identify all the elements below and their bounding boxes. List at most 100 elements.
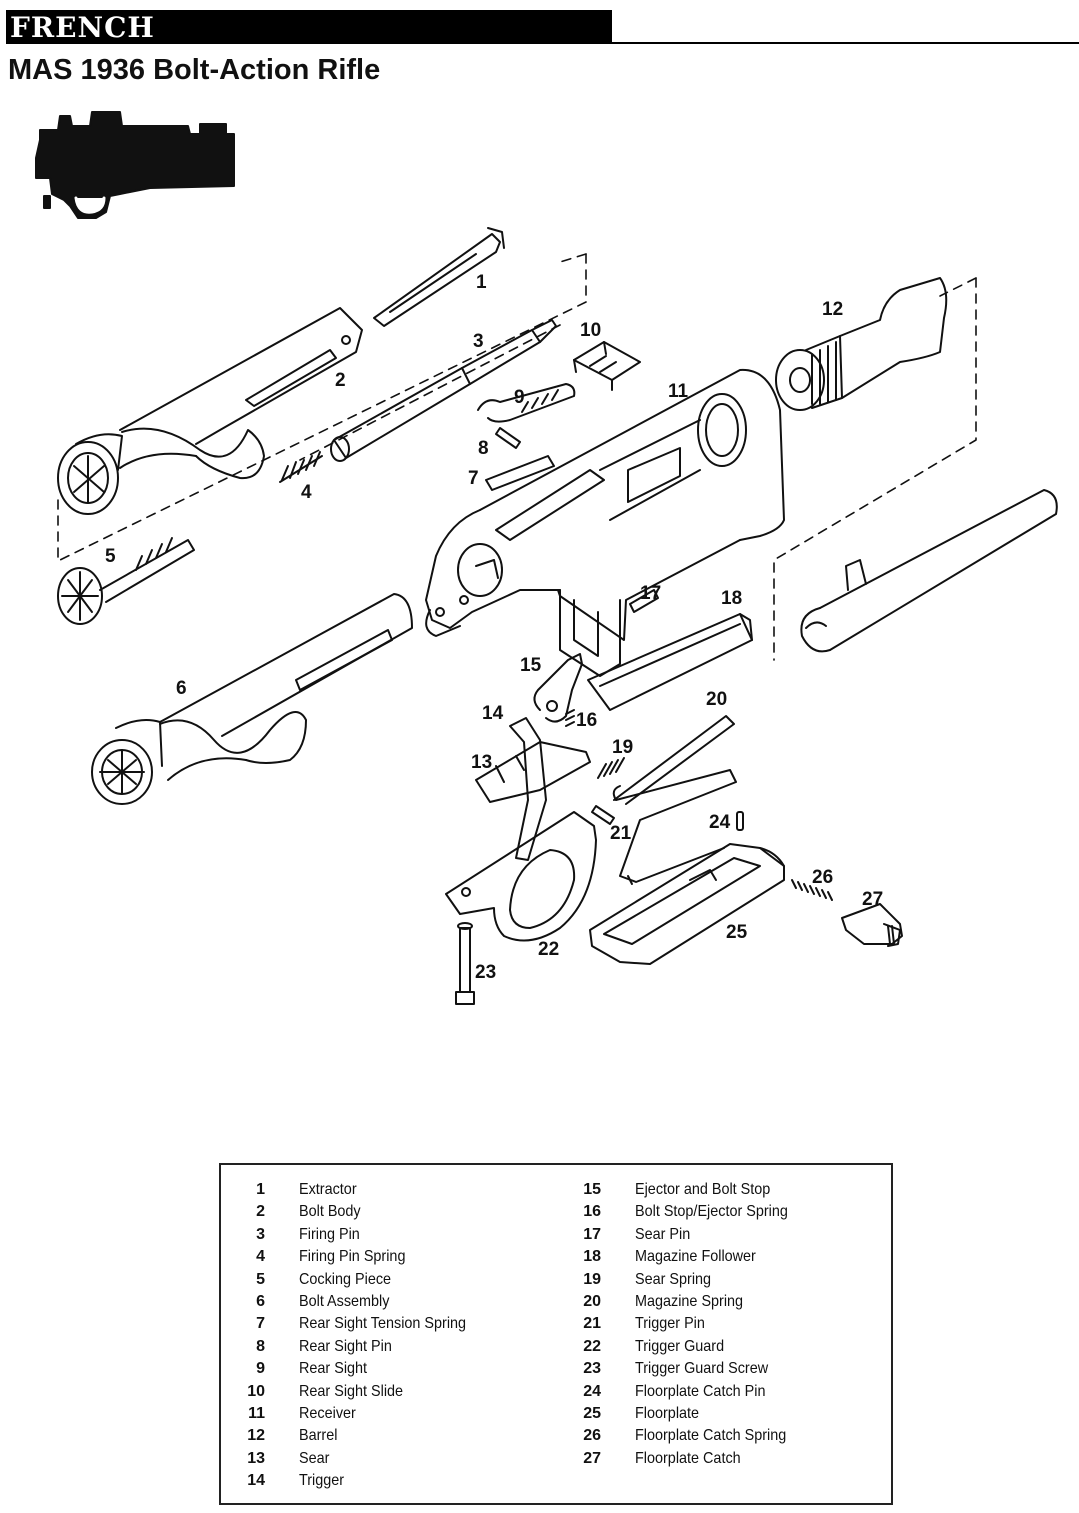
callout-10: 10	[580, 320, 601, 341]
callout-25: 25	[726, 922, 748, 943]
legend-number: 19	[583, 1270, 601, 1288]
legend-part-name: Ejector and Bolt Stop	[635, 1181, 771, 1198]
legend-number: 14	[247, 1472, 265, 1490]
callout-8: 8	[478, 438, 489, 459]
part-rear-sight-tension-spring	[485, 455, 555, 491]
part-sear-spring	[597, 757, 625, 779]
callout-11: 11	[668, 381, 689, 402]
part-magazine-follower	[587, 613, 753, 711]
legend-part-name: Sear Pin	[635, 1225, 691, 1243]
part-magazine-spring	[612, 715, 737, 885]
callout-labels: 1 2 3 4 5 6 7 8 9 10 11 12 13 14 15 16 1…	[105, 272, 883, 983]
legend-part-name: Cocking Piece	[299, 1270, 392, 1288]
callout-13: 13	[471, 752, 492, 773]
legend-number: 10	[247, 1382, 265, 1400]
page-title: MAS 1936 Bolt-Action Rifle	[8, 54, 381, 86]
part-cocking-piece	[57, 537, 195, 625]
legend-part-name: Rear Sight Slide	[299, 1382, 404, 1400]
legend-part-name: Floorplate Catch	[635, 1449, 741, 1467]
legend-part-name: Trigger	[299, 1472, 345, 1490]
legend-number: 6	[256, 1292, 265, 1310]
legend-number: 20	[583, 1292, 601, 1310]
callout-15: 15	[520, 655, 542, 676]
legend-part-name: Trigger Guard	[635, 1337, 725, 1355]
legend-number: 24	[583, 1382, 601, 1400]
callout-27: 27	[862, 889, 883, 910]
legend-number: 5	[256, 1270, 265, 1288]
callout-19: 19	[612, 737, 633, 758]
callout-21: 21	[610, 823, 632, 844]
legend-part-name: Floorplate	[635, 1404, 700, 1422]
callout-23: 23	[475, 962, 496, 983]
legend-part-name: Receiver	[299, 1404, 356, 1422]
callout-3: 3	[473, 331, 484, 352]
part-firing-pin	[330, 319, 557, 462]
legend-number: 7	[256, 1315, 265, 1333]
rifle-silhouette-icon	[35, 111, 235, 219]
callout-14: 14	[482, 703, 504, 724]
legend-number: 1	[256, 1181, 265, 1198]
legend-part-name: Bolt Stop/Ejector Spring	[635, 1203, 788, 1221]
part-bolt-assembly	[91, 593, 413, 805]
part-sear-pin	[629, 589, 659, 613]
part-ejector-bolt-stop	[533, 653, 583, 723]
legend-number: 11	[248, 1404, 265, 1422]
callout-16: 16	[576, 710, 597, 731]
legend-number: 21	[583, 1315, 601, 1333]
part-extractor	[373, 227, 505, 327]
legend-number: 12	[247, 1427, 265, 1445]
header-bar: FRENCH	[6, 10, 612, 44]
part-floorplate-catch-spring	[791, 879, 833, 901]
legend-number: 25	[583, 1404, 601, 1422]
legend-number: 3	[256, 1225, 265, 1243]
legend-part-name: Magazine Follower	[635, 1248, 756, 1266]
part-receiver	[425, 368, 785, 677]
legend-part-name: Trigger Guard Screw	[635, 1360, 769, 1378]
legend-number: 9	[256, 1360, 265, 1378]
legend-number: 27	[583, 1449, 601, 1467]
callout-18: 18	[721, 588, 742, 609]
callout-2: 2	[335, 370, 346, 391]
legend-part-name: Extractor	[299, 1181, 357, 1198]
callout-1: 1	[476, 272, 487, 293]
part-trigger-pin	[591, 805, 615, 825]
legend-part-name: Rear Sight	[299, 1360, 368, 1378]
part-bolt-stop-spring	[565, 709, 575, 727]
part-rear-sight-slide	[573, 341, 641, 391]
legend-number: 4	[256, 1248, 265, 1266]
part-floorplate-catch	[841, 903, 903, 947]
part-trigger-guard	[445, 811, 597, 942]
legend-part-name: Trigger Pin	[635, 1315, 705, 1333]
legend-number: 16	[583, 1203, 601, 1221]
legend-part-name: Barrel	[299, 1427, 338, 1445]
part-rear-sight-pin	[495, 427, 521, 449]
legend-part-name: Firing Pin	[299, 1225, 360, 1243]
part-trigger-guard-screw	[455, 922, 475, 1005]
category-label: FRENCH	[10, 11, 155, 44]
callout-12: 12	[822, 299, 843, 320]
callout-17: 17	[640, 583, 661, 604]
legend-number: 8	[256, 1337, 265, 1355]
callout-22: 22	[538, 939, 559, 960]
legend-number: 13	[247, 1449, 265, 1467]
legend-part-name: Floorplate Catch Pin	[635, 1382, 766, 1400]
legend-part-name: Magazine Spring	[635, 1292, 744, 1310]
legend-number: 2	[256, 1203, 265, 1221]
part-floorplate-catch-pin	[736, 811, 744, 831]
header-rule	[612, 42, 1079, 44]
legend-part-name: Bolt Body	[299, 1203, 361, 1221]
callout-5: 5	[105, 546, 116, 567]
legend-number: 22	[583, 1337, 601, 1355]
legend-part-name: Sear Spring	[635, 1270, 712, 1288]
legend-part-name: Rear Sight Pin	[299, 1337, 392, 1355]
legend-number: 17	[583, 1225, 601, 1243]
part-firing-pin-spring	[279, 451, 323, 483]
legend-number: 26	[583, 1427, 601, 1445]
part-barrel	[775, 277, 948, 411]
legend-part-name: Sear	[299, 1449, 330, 1467]
callout-6: 6	[176, 678, 187, 699]
part-barrel-front	[800, 489, 1058, 653]
part-sear	[475, 741, 591, 803]
exploded-view-diagram: 1 2 3 4 5 6 7 8 9 10 11 12 13 14 15 16 1…	[35, 111, 1058, 1005]
